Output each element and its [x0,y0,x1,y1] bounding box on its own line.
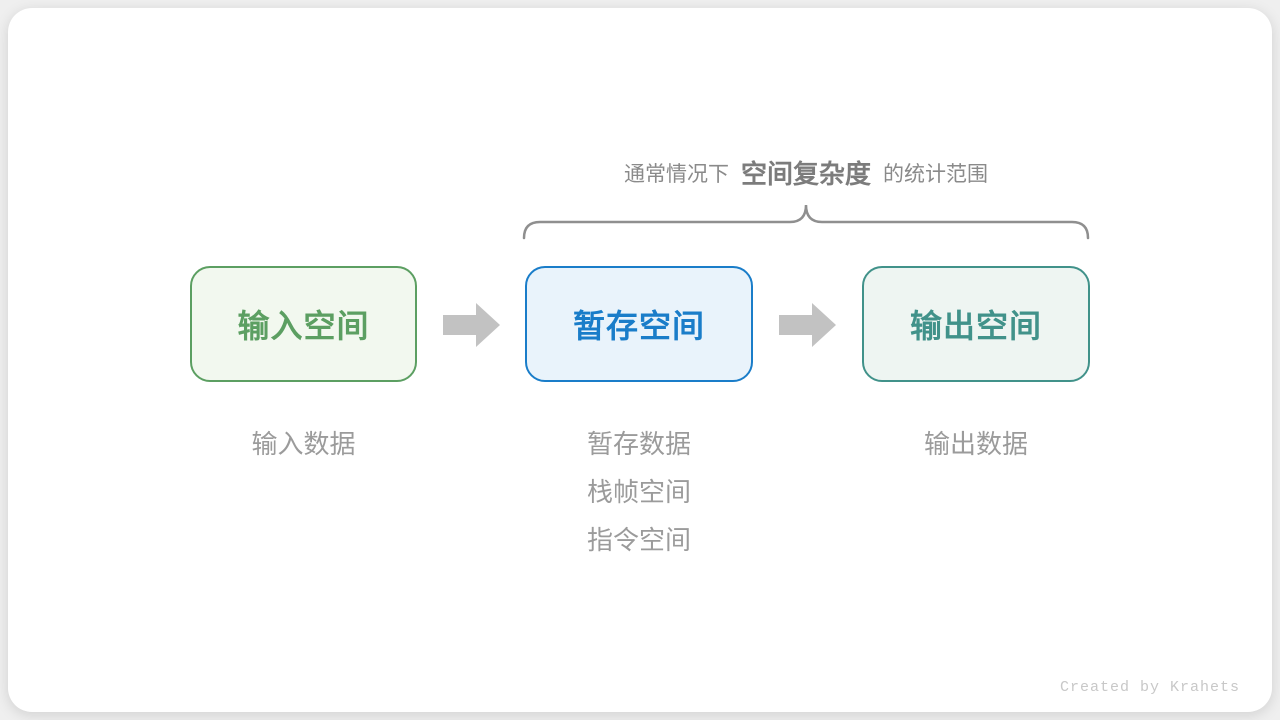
temp-space-label: 暂存空间 [572,308,705,344]
note-input-data: 输入数据 [251,429,356,459]
temp-space-box: 暂存空间 [525,266,753,382]
scope-title: 通常情况下空间复杂度的统计范围 [462,154,1150,191]
note-output-data: 输出数据 [923,429,1028,459]
arrow-right-icon [443,303,500,347]
arrow-right-icon [779,303,836,347]
diagram-card: 通常情况下空间复杂度的统计范围 输入空间 暂存空间 输出空间 输入数据 暂存数据… [8,8,1272,712]
output-space-notes: 输出数据 [862,428,1090,476]
scope-title-suffix: 的统计范围 [883,163,988,186]
input-space-label: 输入空间 [237,308,370,344]
scope-title-highlight: 空间复杂度 [740,159,871,189]
output-space-box: 输出空间 [862,266,1090,382]
curly-brace [522,204,1090,240]
output-space-label: 输出空间 [909,308,1042,344]
input-space-box: 输入空间 [190,266,417,382]
credit-text: Created by Krahets [1059,679,1240,696]
note-temp-data: 暂存数据 [586,429,691,459]
temp-space-notes: 暂存数据 栈帧空间 指令空间 [525,428,753,572]
note-stack-frame-space: 栈帧空间 [586,477,691,507]
note-instruction-space: 指令空间 [586,525,691,555]
scope-title-prefix: 通常情况下 [623,163,729,186]
input-space-notes: 输入数据 [190,428,417,476]
